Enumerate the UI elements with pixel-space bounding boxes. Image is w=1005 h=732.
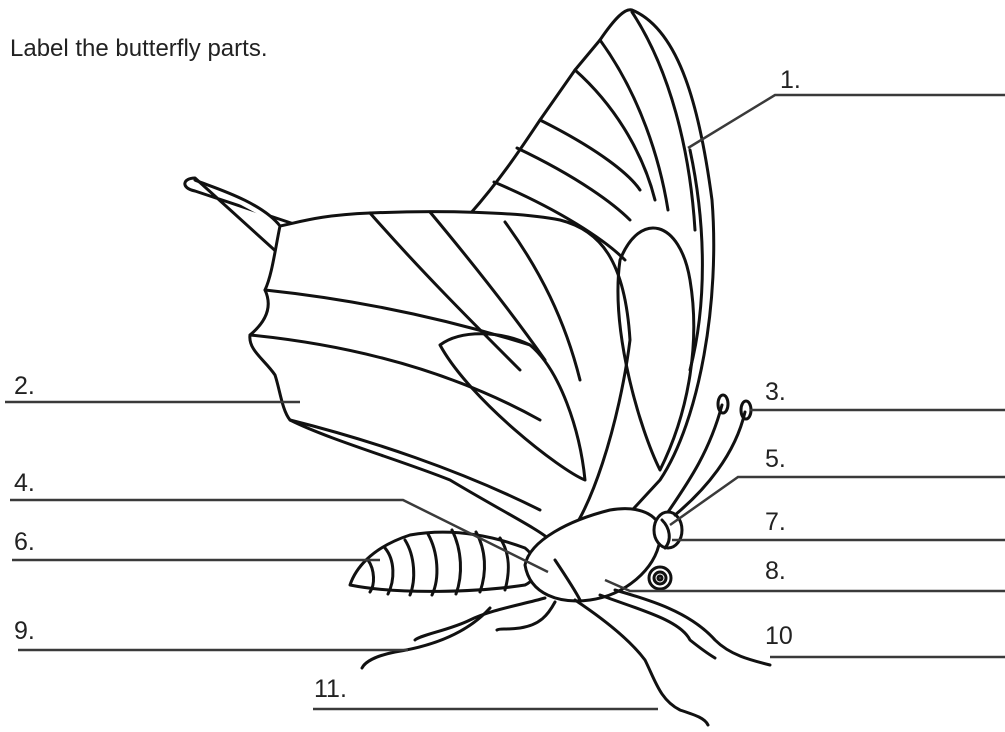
label-number-6: 6. [14, 528, 35, 556]
label-number-4: 4. [14, 469, 35, 497]
label-number-10: 10 [765, 622, 793, 650]
label-number-2: 2. [14, 372, 35, 400]
label-number-3: 3. [765, 378, 786, 406]
label-number-9: 9. [14, 617, 35, 645]
label-number-7: 7. [765, 508, 786, 536]
label-number-8: 8. [765, 557, 786, 585]
label-number-11: 11. [314, 675, 347, 703]
label-number-5: 5. [765, 445, 786, 473]
label-number-1: 1. [780, 66, 801, 94]
